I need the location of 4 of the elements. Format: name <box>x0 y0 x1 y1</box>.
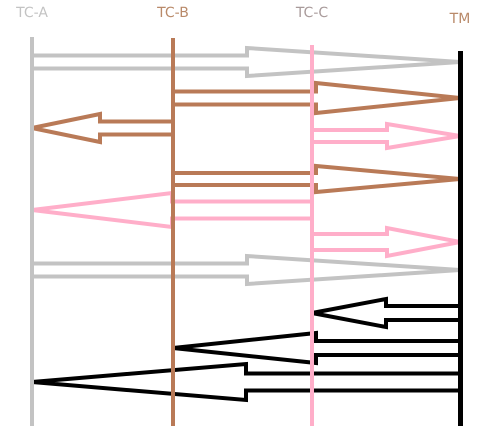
lifeline-label: TM <box>450 11 470 27</box>
lifeline-label: TC-C <box>296 5 328 21</box>
lifeline-label: TC-B <box>157 5 189 21</box>
lifeline-label: TC-A <box>16 5 48 21</box>
